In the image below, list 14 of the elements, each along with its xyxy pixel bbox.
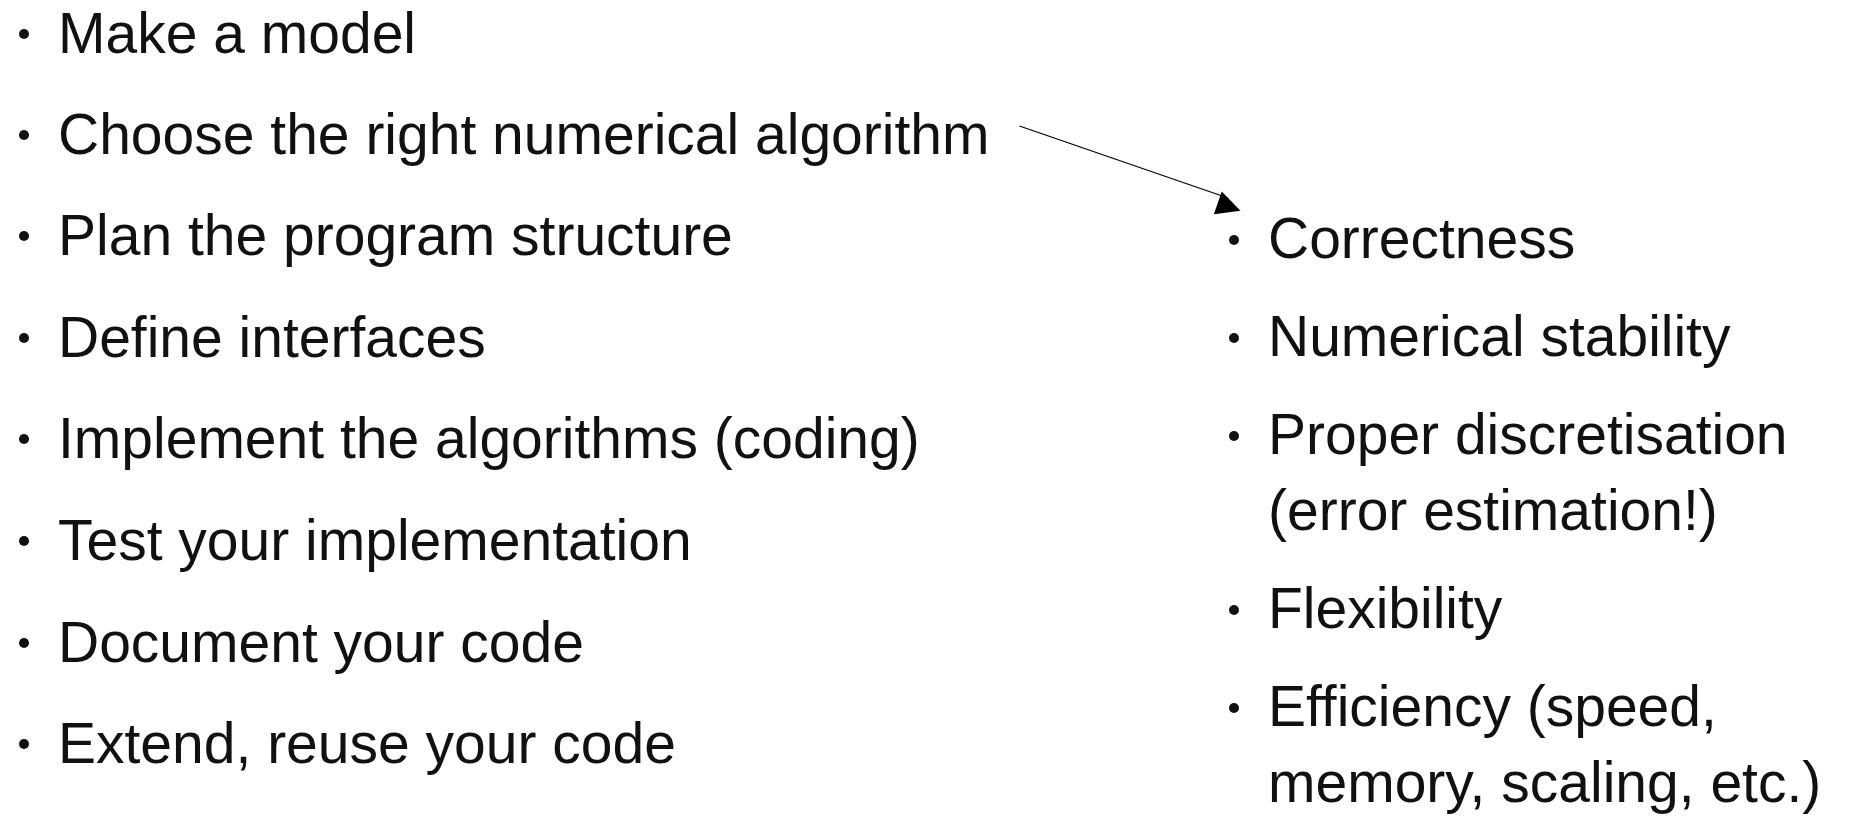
list-item: Numerical stability <box>1268 303 1732 370</box>
list-item: Implement the algorithms (coding) <box>58 405 920 472</box>
list-item: Efficiency (speed, memory, scaling, etc.) <box>1268 673 1823 816</box>
list-item: Choose the right numerical algorithm <box>58 95 990 173</box>
list-item: Proper discretisation (error estimation!) <box>1268 401 1789 544</box>
list-item: Define interfaces <box>58 304 486 371</box>
list-item: Make a model <box>58 0 416 67</box>
list-item: Document your code <box>58 609 584 676</box>
list-item: Extend, reuse your code <box>58 710 676 777</box>
list-item: Plan the program structure <box>58 202 733 269</box>
list-item: Correctness <box>1268 205 1577 272</box>
list-item: Test your implementation <box>58 507 692 574</box>
list-item: Flexibility <box>1268 575 1504 642</box>
arrow <box>1018 125 1241 215</box>
